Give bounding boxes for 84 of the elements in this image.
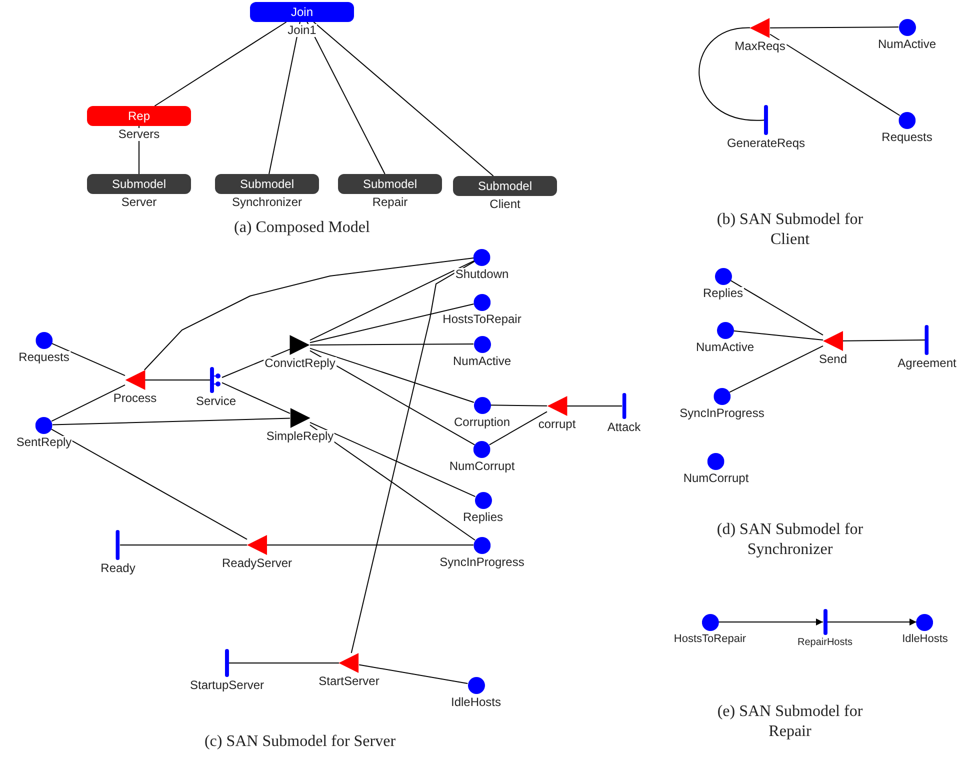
node-label: Shutdown <box>454 268 510 281</box>
arc-line <box>306 22 386 174</box>
node-label: HostsToRepair <box>672 632 748 645</box>
arc-line <box>310 303 474 344</box>
arrow <box>718 618 824 626</box>
figure-caption: (a) Composed Model <box>233 218 371 238</box>
arc-line <box>310 424 476 541</box>
node-label: Client <box>488 198 522 212</box>
model-block: Join <box>250 2 354 22</box>
arc-line <box>50 428 248 540</box>
arc-line <box>51 384 126 422</box>
arc-line <box>144 258 474 370</box>
node-label: Service <box>195 395 237 408</box>
arc-line <box>732 330 824 340</box>
arc-line <box>154 22 287 106</box>
node-label: Agreement <box>896 357 958 370</box>
arc-line <box>490 404 548 406</box>
node-label: ConvictReply <box>264 357 336 370</box>
node-label: ReadyServer <box>220 557 294 570</box>
node-label: SimpleReply <box>265 430 335 444</box>
node-label: IdleHosts <box>450 696 502 709</box>
node-label: Requests <box>18 350 70 364</box>
node-label: MaxReqs <box>734 40 786 54</box>
node-label: NumCorrupt <box>448 460 516 473</box>
arc-line <box>222 382 290 414</box>
arc-line <box>310 422 476 498</box>
arc-line <box>313 22 494 176</box>
arc-line <box>358 664 468 684</box>
arc-line <box>52 418 290 426</box>
node-label: Process <box>112 392 158 406</box>
node-label: HostsToRepair <box>442 312 522 326</box>
figure-caption: (b) SAN Submodel for Client <box>716 210 864 250</box>
node-label: NumActive <box>452 354 512 368</box>
node-label: Corruption <box>452 416 512 429</box>
arc-line <box>310 350 476 446</box>
arrow <box>826 618 917 626</box>
model-block: Submodel <box>215 174 319 194</box>
arc-line <box>310 348 474 403</box>
model-block: Submodel <box>338 174 442 194</box>
figure-caption: (e) SAN Submodel for Repair <box>716 702 864 742</box>
node-label: SyncInProgress <box>438 556 526 569</box>
node-label: IdleHosts <box>901 632 949 645</box>
node-label: Synchronizer <box>230 196 304 210</box>
node-label: StartServer <box>318 675 380 688</box>
arc-line <box>120 544 248 546</box>
node-label: Join1 <box>286 24 318 38</box>
arc-line <box>350 260 476 654</box>
arc-line <box>842 340 926 342</box>
node-label: Servers <box>117 128 161 142</box>
node-label: Send <box>818 353 848 366</box>
node-label: Requests <box>880 130 934 144</box>
node-label: Server <box>120 196 158 210</box>
node-label: SentReply <box>15 436 73 449</box>
node-label: GenerateReqs <box>726 137 806 150</box>
arc-line <box>698 27 764 121</box>
node-label: Replies <box>702 286 744 300</box>
arc-line <box>488 411 548 446</box>
node-label: NumActive <box>877 38 937 51</box>
arc-line <box>268 22 300 174</box>
arc-line <box>730 280 824 336</box>
node-label: RepairHosts <box>796 637 854 648</box>
figure-caption: (c) SAN Submodel for Server <box>203 732 397 752</box>
node-label: Attack <box>606 421 642 434</box>
arc-line <box>310 344 474 346</box>
arc-line <box>310 260 475 341</box>
arc-line <box>770 34 900 116</box>
node-label: NumCorrupt <box>682 472 750 485</box>
figure-caption: (d) SAN Submodel for Synchronizer <box>716 520 864 560</box>
model-block: Rep <box>87 106 191 126</box>
node-label: Replies <box>462 510 504 524</box>
arc-line <box>729 345 824 393</box>
model-block: Submodel <box>453 176 557 196</box>
node-label: NumActive <box>695 340 755 354</box>
arc-line <box>51 342 126 376</box>
node-label: Repair <box>371 196 409 210</box>
node-label: Ready <box>100 562 136 576</box>
arc-line <box>266 544 474 546</box>
node-label: StartupServer <box>188 679 266 692</box>
arc-line <box>228 662 340 664</box>
arc-line <box>222 348 290 378</box>
arc-line <box>770 26 899 28</box>
node-label: corrupt <box>537 418 577 432</box>
node-label: SyncInProgress <box>678 406 766 420</box>
model-block: Submodel <box>87 174 191 194</box>
